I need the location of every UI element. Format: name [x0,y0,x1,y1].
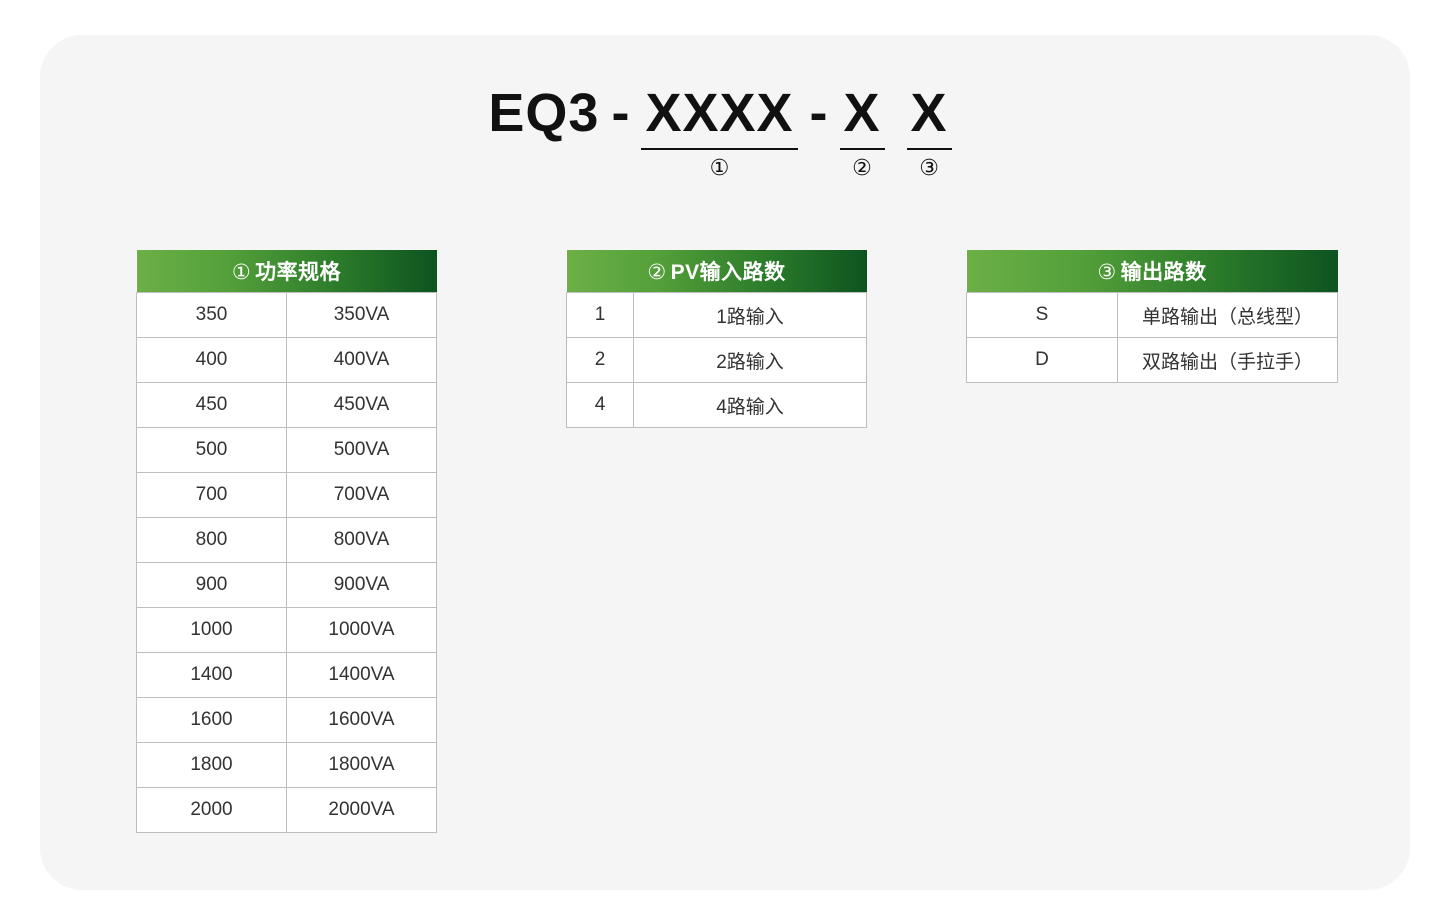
cell-code: 1600 [136,697,287,743]
cell-code: 1800 [136,742,287,788]
table-outputs-title: 输出路数 [1120,261,1207,284]
formula-segment-power: XXXX ① [641,85,798,181]
cell-code: D [966,337,1118,383]
formula-part2-marker: ② [852,155,872,181]
cell-code: 2000 [136,787,287,833]
cell-description: 4路输入 [633,382,867,428]
model-code-formula: EQ3 - XXXX ① - X ② X ③ [0,85,1440,180]
formula-part3-marker: ③ [919,155,939,181]
table-pv-inputs-title: PV输入路数 [670,261,786,284]
table-power-spec-title: 功率规格 [255,261,342,284]
cell-code: 1 [566,292,634,338]
cell-description: 2000VA [285,787,438,833]
cell-code: 450 [136,382,287,428]
cell-code: 900 [136,562,287,608]
cell-code: 1000 [136,607,287,653]
cell-description: 双路输出（手拉手） [1116,337,1339,383]
cell-code: 2 [566,337,634,383]
formula-part2-text: X [839,85,885,150]
cell-description: 1600VA [285,697,438,743]
formula-segment-pv: X ② [839,85,885,181]
cell-code: 1400 [136,652,287,698]
cell-description: 1000VA [285,607,438,653]
formula-dash-2: - [809,83,828,143]
cell-code: 4 [566,382,634,428]
marker-icon: ① [231,260,252,284]
cell-description: 1800VA [285,742,438,788]
cell-description: 400VA [285,337,438,383]
formula-prefix-text: EQ3 [488,83,600,143]
formula-segment-output: X ③ [906,85,952,181]
formula-segment-prefix: EQ3 [488,85,599,142]
cell-code: 800 [136,517,287,563]
cell-description: 2路输入 [633,337,867,383]
marker-icon: ③ [1097,260,1117,284]
marker-icon: ② [647,260,667,284]
formula-row: EQ3 - XXXX ① - X ② X ③ [488,83,952,181]
cell-description: 900VA [285,562,438,608]
cell-description: 700VA [285,472,438,518]
cell-description: 450VA [285,382,438,428]
cell-description: 单路输出（总线型） [1116,292,1339,338]
formula-part3-text: X [906,85,952,150]
cell-description: 1路输入 [633,292,867,338]
cell-description: 500VA [285,427,438,473]
formula-part1-marker: ① [709,155,730,181]
formula-dash-1: - [611,83,630,143]
cell-code: 500 [136,427,287,473]
cell-code: S [966,292,1118,338]
cell-description: 1400VA [285,652,438,698]
cell-description: 350VA [285,292,438,338]
formula-part1-text: XXXX [641,85,798,150]
cell-code: 400 [136,337,287,383]
cell-description: 800VA [285,517,438,563]
cell-code: 700 [136,472,287,518]
cell-code: 350 [136,292,287,338]
